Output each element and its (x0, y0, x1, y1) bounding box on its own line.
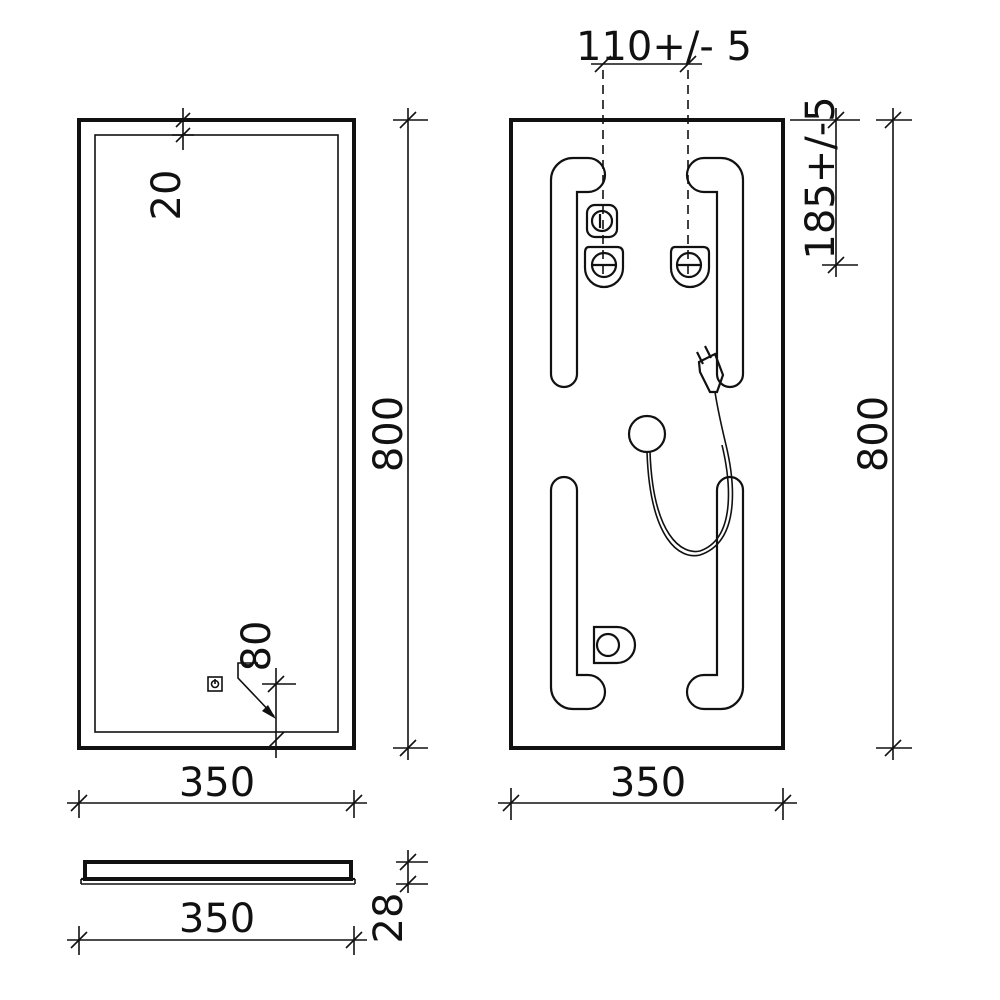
back-width-label: 350 (610, 760, 686, 806)
junction-box (627, 414, 667, 454)
front-height-label: 800 (366, 396, 412, 472)
front-view: 20 80 800 (67, 108, 428, 818)
front-outer-frame (77, 118, 356, 750)
leader-arrow (262, 705, 276, 719)
hook-spacing-label: 110+/- 5 (576, 24, 752, 70)
hook-lower-left-icon (592, 625, 637, 665)
side-depth-label: 28 (366, 893, 412, 944)
frame-inset-dimension: 20 (144, 108, 194, 220)
back-panel (509, 118, 785, 750)
slot-lower-right (685, 475, 745, 711)
power-cable (646, 391, 734, 557)
side-view: 28 350 (67, 850, 428, 955)
back-height-dimension: 800 (851, 108, 912, 760)
hook-right-icon (669, 245, 711, 289)
front-inner-frame (94, 134, 339, 733)
slot-lower-left (549, 475, 607, 711)
back-width-dimension: 350 (498, 760, 797, 820)
power-cable-outline (649, 444, 730, 553)
side-width-label: 350 (179, 896, 255, 942)
front-width-label: 350 (179, 760, 255, 806)
side-profile-body (83, 860, 353, 881)
slot-upper-left (549, 156, 607, 389)
hook-drop-label: 185+/-5 (798, 96, 844, 259)
hook-upper-left-icon (585, 203, 619, 239)
hook-drop-dimension: 185+/-5 (790, 96, 860, 277)
switch-offset-dimension: 80 (234, 621, 296, 758)
plug-icon (696, 345, 725, 394)
front-height-dimension: 800 (366, 108, 428, 760)
switch-offset-label: 80 (234, 621, 280, 672)
front-width-dimension: 350 (67, 760, 367, 818)
frame-inset-label: 20 (144, 170, 190, 221)
back-height-label: 800 (851, 396, 897, 472)
power-switch-icon (207, 676, 223, 692)
back-view: 110+/- 5 185+/-5 800 350 (498, 24, 912, 820)
hook-spacing-dimension: 110+/- 5 (576, 24, 752, 73)
slot-upper-right (685, 156, 745, 389)
side-depth-dimension: 28 (366, 850, 428, 943)
side-width-dimension: 350 (67, 896, 367, 955)
hook-left-icon (583, 245, 625, 289)
